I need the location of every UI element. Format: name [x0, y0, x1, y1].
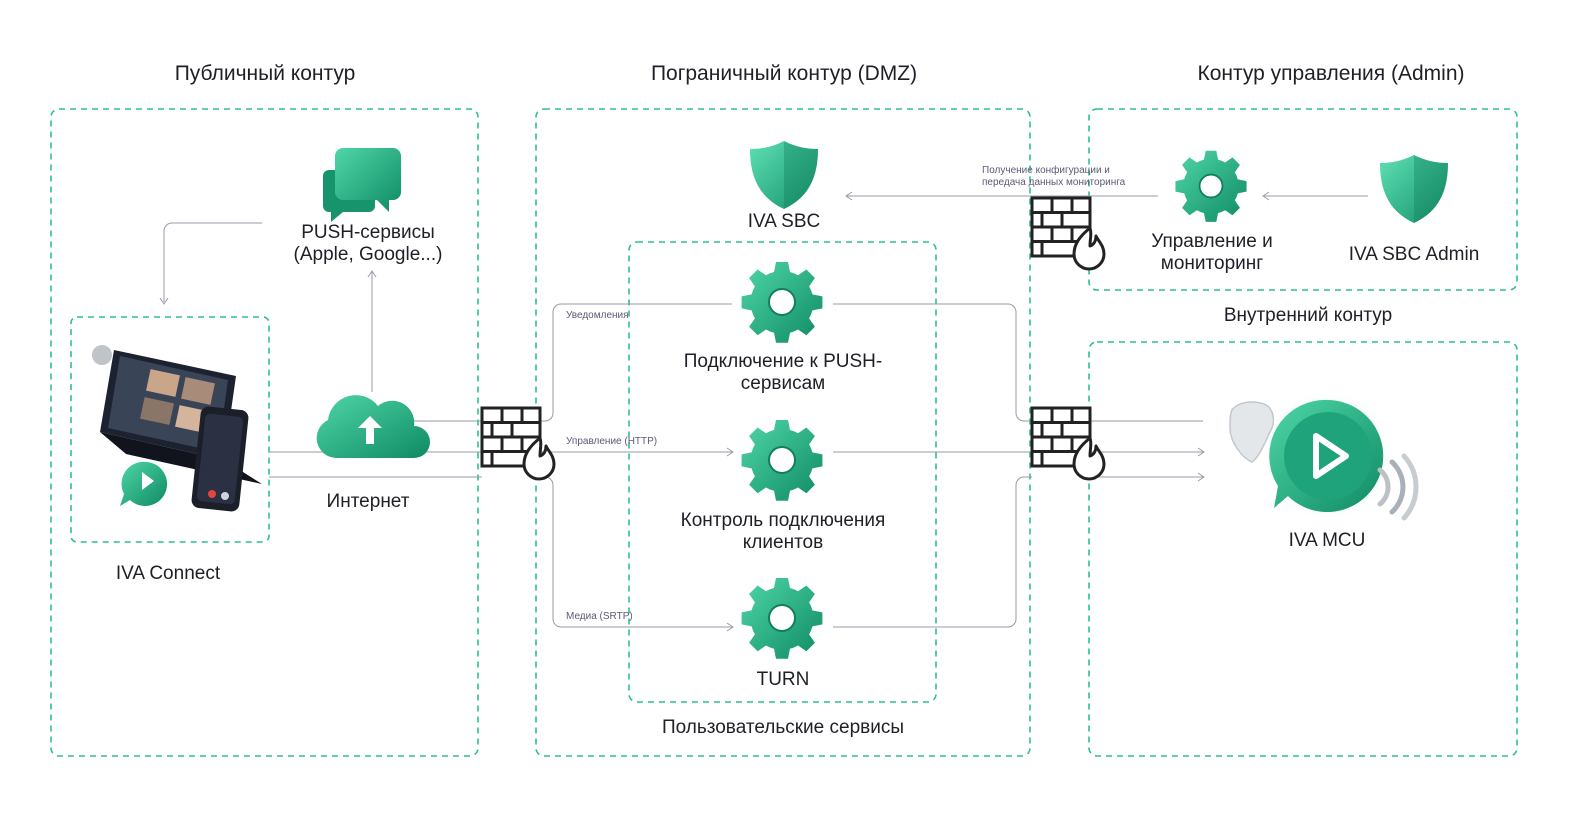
gear-icon: [1174, 149, 1248, 223]
mgmt-label-1: Управление и: [1151, 231, 1273, 252]
cloud-upload-icon: [316, 395, 430, 458]
gear-icon: [740, 261, 824, 344]
edge-push-to-client: [163, 222, 262, 302]
edge-svc-turn-right: [833, 476, 1032, 628]
zone-box-admin: [1088, 108, 1518, 291]
edge-notifications: [540, 303, 732, 422]
zone-title-admin: Контур управления (Admin): [1197, 62, 1464, 85]
svc-push-label-2: сервисам: [741, 373, 825, 394]
client-box: [70, 316, 270, 543]
play-chat-icon: [1229, 392, 1419, 521]
edge-label-notifications: Уведомления: [566, 310, 629, 321]
shield-icon: [750, 141, 818, 209]
firewall-icon: [480, 406, 556, 481]
zone-title-internal: Внутренний контур: [1224, 305, 1392, 326]
gear-icon: [740, 577, 824, 660]
edge-media: [540, 476, 732, 628]
arrow-admin-to-mgmt: [1262, 191, 1270, 201]
gear-icon: [740, 419, 824, 502]
zone-title-dmz: Пограничный контур (DMZ): [651, 62, 917, 85]
shield-icon: [1380, 155, 1448, 223]
arrow-mcu-2: [1197, 447, 1205, 457]
arrow-mgmt-to-sbc: [845, 191, 853, 201]
chat-bubbles-icon: [323, 148, 401, 222]
zone-box-public: [50, 108, 479, 757]
firewall-icon: [1030, 406, 1106, 481]
edge-svc-push-right: [833, 303, 1032, 422]
connection-lines: [159, 191, 1368, 632]
zone-box-user-services: [628, 241, 937, 703]
zone-title-public: Публичный контур: [175, 62, 356, 85]
sbc-admin-label: IVA SBC Admin: [1349, 244, 1480, 265]
svc-push-label-1: Подключение к PUSH-: [684, 351, 882, 372]
edge-label-control: Управление (HTTP): [566, 436, 657, 447]
arrow-control: [726, 447, 734, 457]
edge-label-config-2: передача данных мониторинга: [982, 177, 1126, 188]
svc-control-label-1: Контроль подключения: [681, 510, 886, 531]
push-label-2: (Apple, Google...): [294, 244, 443, 265]
zone-title-user-services: Пользовательские сервисы: [662, 717, 904, 738]
arrow-push-to-client: [159, 297, 169, 305]
iva-sbc-label: IVA SBC: [748, 211, 821, 232]
internet-label: Интернет: [327, 491, 410, 512]
mgmt-label-2: мониторинг: [1161, 253, 1263, 274]
arrow-mcu-3: [1197, 472, 1205, 482]
svc-turn-label: TURN: [757, 669, 810, 690]
edge-label-config-1: Получение конфигурации и: [982, 164, 1110, 176]
arrow-media: [726, 622, 734, 632]
svc-control-label-2: клиентов: [743, 532, 823, 553]
firewall-icon: [1030, 196, 1106, 271]
iva-connect-label: IVA Connect: [116, 563, 221, 584]
arrow-internet-to-push: [367, 270, 377, 278]
edge-label-media: Медиа (SRTP): [566, 611, 633, 622]
devices-icon: [92, 345, 262, 512]
push-label-1: PUSH-сервисы: [301, 222, 435, 243]
iva-mcu-label: IVA MCU: [1289, 530, 1366, 551]
